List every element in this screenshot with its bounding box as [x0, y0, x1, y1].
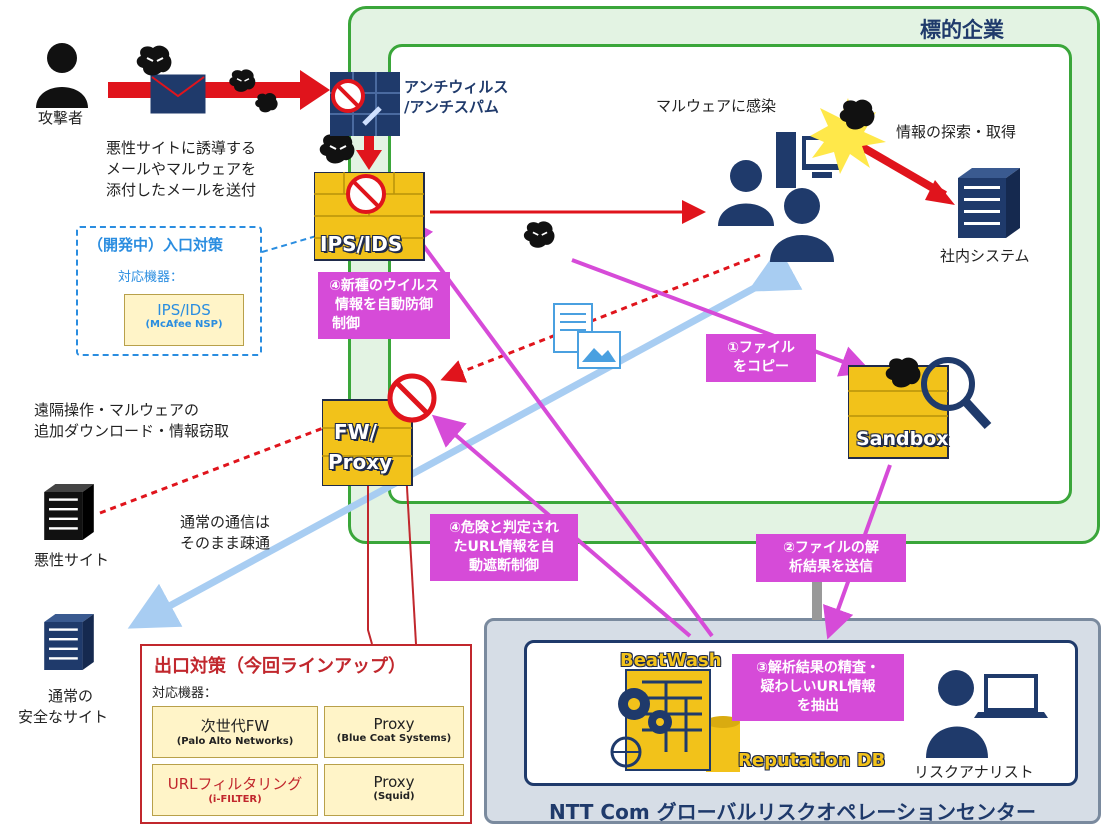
sandbox-connector	[812, 580, 822, 620]
exit-device-3-name: Proxy	[373, 773, 415, 791]
file-icon	[553, 303, 621, 369]
step3-line1: ③解析結果の精査・	[756, 660, 880, 676]
step4a-box: ④新種のウイルス 情報を自動防御 制御	[318, 272, 450, 339]
exit-device-3-vendor: (Squid)	[373, 791, 415, 802]
safe-site-1: 通常の	[48, 687, 94, 705]
remote-op-1: 遠隔操作・マルウェアの	[34, 401, 200, 419]
step4a-arrow	[401, 215, 714, 638]
step4a-line1: ④新種のウイルス	[329, 278, 439, 294]
infection-burst-icon	[810, 98, 886, 174]
beatwash-label: BeatWash	[620, 650, 722, 671]
users-icon	[718, 132, 842, 262]
malware-icon	[229, 69, 256, 92]
attacker-icon	[36, 43, 88, 108]
malware-icon	[136, 45, 172, 76]
reputation-db-label: Reputation DB	[738, 750, 886, 771]
step3-box: ③解析結果の精査・ 疑わしいURL情報 を抽出	[732, 654, 904, 721]
ntt-center-title: NTT Com グローバルリスクオペレーションセンター	[548, 800, 1037, 824]
step2-box: ②ファイルの解 析結果を送信	[756, 534, 906, 582]
internal-system-label: 社内システム	[940, 247, 1030, 265]
target-company-title: 標的企業	[920, 18, 1004, 42]
exit-device-2-name: URLフィルタリング	[167, 775, 303, 793]
entry-device-name: IPS/IDS	[157, 301, 211, 319]
antivirus-label-2: /アンチスパム	[404, 98, 499, 116]
analyst-icon	[926, 670, 1048, 758]
exit-device-2-vendor: (i-FILTER)	[208, 794, 262, 805]
safe-server-icon	[44, 614, 94, 670]
malware-icon	[523, 221, 555, 248]
exit-device-1-vendor: (Blue Coat Systems)	[336, 733, 452, 744]
attacker-label: 攻撃者	[38, 109, 84, 127]
exit-device-3: Proxy (Squid)	[324, 764, 464, 816]
attack-note-1: 悪性サイトに誘導する	[106, 139, 257, 157]
step4b-line3: 動遮断制御	[469, 558, 539, 574]
proxy-label: Proxy	[328, 450, 393, 474]
exit-leader	[367, 470, 373, 645]
server-icon	[958, 168, 1020, 238]
exfil-arrow	[847, 136, 955, 205]
step4a-line2: 情報を自動防御	[335, 297, 433, 313]
attack-note-3: 添付したメールを送付	[106, 181, 257, 199]
exit-device-1-name: Proxy	[373, 715, 415, 733]
ips-ids-label: IPS/IDS	[320, 232, 403, 256]
step4b-box: ④危険と判定され たURL情報を自 動遮断制御	[430, 514, 578, 581]
entry-device-vendor: (McAfee NSP)	[145, 319, 223, 330]
entry-device-box: IPS/IDS (McAfee NSP)	[124, 294, 244, 346]
step4b-line1: ④危険と判定され	[449, 520, 559, 536]
malicious-site-label: 悪性サイト	[34, 551, 110, 569]
malware-icon	[319, 133, 355, 164]
analyst-label: リスクアナリスト	[914, 763, 1034, 781]
exit-device-2: URLフィルタリング (i-FILTER)	[152, 764, 318, 816]
step4a-line3: 制御	[332, 316, 360, 332]
sandbox-icon	[848, 357, 992, 459]
normal-comm-1: 通常の通信は	[180, 513, 271, 531]
step2-line1: ②ファイルの解	[783, 540, 879, 556]
exit-measures-caption: 対応機器：	[152, 686, 218, 701]
antivirus-to-ips-arrow	[356, 120, 382, 170]
step3-line3: を抽出	[797, 698, 839, 714]
fw-proxy-wall-icon	[322, 373, 437, 486]
beatwash-icon	[610, 669, 740, 772]
exit-device-0-name: 次世代FW	[200, 717, 270, 735]
infection-label: マルウェアに感染	[656, 97, 777, 115]
step3-line2: 疑わしいURL情報	[760, 679, 876, 695]
entry-device-caption: 対応機器：	[118, 270, 184, 285]
sandbox-label: Sandbox	[856, 428, 949, 450]
malicious-server-icon	[44, 484, 94, 540]
attack-note-2: メールやマルウェアを	[106, 160, 257, 178]
exit-device-1: Proxy (Blue Coat Systems)	[324, 706, 464, 758]
antivirus-label-1: アンチウィルス	[404, 78, 509, 96]
step2-line2: 析結果を送信	[789, 559, 873, 575]
entry-measures-title: （開発中）入口対策	[88, 236, 224, 254]
step1-line2: をコピー	[733, 359, 789, 375]
safe-site-2: 安全なサイト	[18, 708, 109, 726]
remote-op-2: 追加ダウンロード・情報窃取	[34, 422, 230, 440]
fw-label: FW/	[334, 420, 378, 444]
search-label: 情報の探索・取得	[896, 123, 1017, 141]
antivirus-gateway-icon	[330, 72, 400, 136]
exit-device-0-vendor: (Palo Alto Networks)	[176, 736, 294, 747]
normal-comm-2: そのまま疎通	[180, 534, 271, 552]
step1-line1: ①ファイル	[727, 340, 795, 356]
step1-box: ①ファイル をコピー	[706, 334, 816, 382]
step1-arrow	[571, 258, 873, 377]
c2-arrow	[440, 253, 761, 383]
malware-icon	[255, 93, 278, 113]
mail-icon	[150, 74, 206, 114]
entry-leader	[261, 231, 331, 253]
ips-ids-wall-icon	[314, 172, 425, 261]
exit-measures-title: 出口対策（今回ラインアップ）	[154, 656, 406, 677]
step4b-line2: たURL情報を自	[453, 539, 555, 555]
exit-device-0: 次世代FW (Palo Alto Networks)	[152, 706, 318, 758]
normal-traffic-arrow	[127, 246, 803, 629]
